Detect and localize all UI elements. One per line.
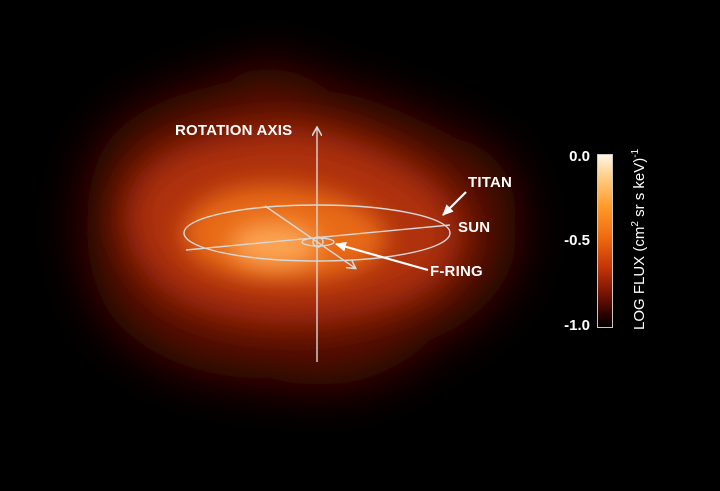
- sun-label: SUN: [458, 219, 491, 236]
- log-flux-colorbar: [597, 154, 613, 328]
- colorbar-axis-label: LOG FLUX (cm2 sr s keV)-1: [630, 149, 648, 330]
- saturn-ring-ellipse: [301, 237, 335, 247]
- titan-orbit-ellipse: [183, 204, 451, 262]
- rotation-axis-label: ROTATION AXIS: [175, 122, 293, 139]
- saturn-icon: [312, 236, 324, 248]
- orbit-geometry: [183, 128, 451, 362]
- colorbar-label-exponent-1: 2: [630, 221, 641, 227]
- f-ring-pointer-arrow: [335, 241, 429, 272]
- colorbar-tick-bottom: -1.0: [564, 317, 590, 334]
- colorbar-tick-top: 0.0: [569, 148, 590, 165]
- glow-core: [230, 223, 320, 267]
- titan-pointer-arrow: [442, 191, 467, 216]
- colorbar-label-mid: sr s keV): [631, 157, 648, 222]
- orbit-chord-diagonal: [264, 205, 355, 268]
- pointer-arrows: [335, 191, 467, 272]
- f-ring-label: F-RING: [430, 263, 483, 280]
- colorbar-label-main: LOG FLUX (cm: [631, 226, 648, 330]
- colorbar-tick-mid: -0.5: [564, 232, 590, 249]
- flux-glow: [86, 67, 516, 385]
- colorbar-label-exponent-2: -1: [630, 148, 641, 158]
- titan-label: TITAN: [468, 174, 513, 191]
